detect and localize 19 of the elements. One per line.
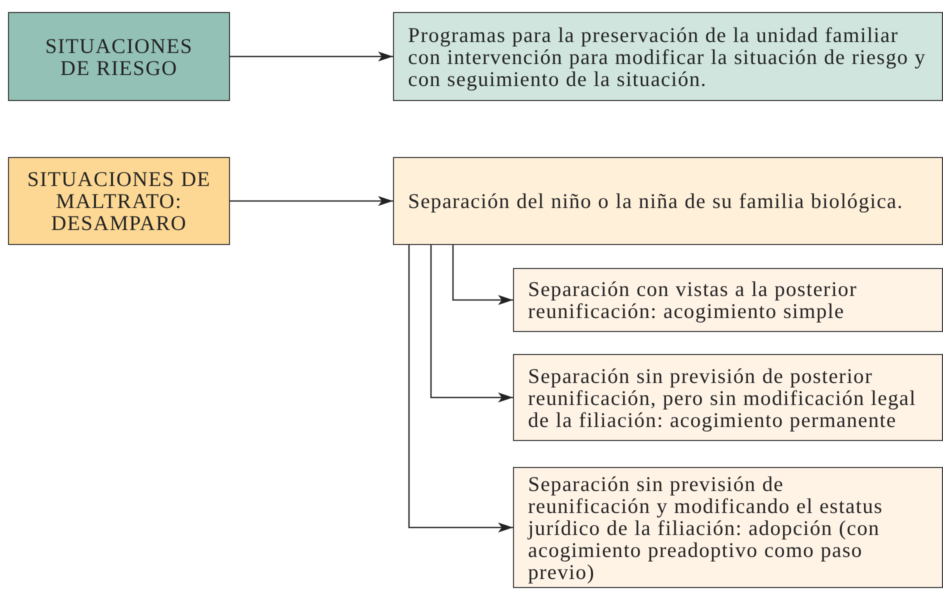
measure-box <box>393 12 943 101</box>
arrow <box>230 196 393 206</box>
box-text: Programas para la preservación de la unidad familiar con intervención para modificar la situación de riesgo y con seguimiento de la situación. <box>408 24 928 90</box>
box-text: Separación del niño o la niña de su familia biológica. <box>408 190 904 212</box>
box-text: SITUACIONES DE MALTRATO: DESAMPARO <box>26 168 212 234</box>
box-text: SITUACIONES DE RIESGO <box>44 34 194 78</box>
measure-box <box>393 157 943 245</box>
box-text: Separación sin previsión de reunificación y modificando el estatus jurídico de la filiación: adopción (con acogimiento preadoptivo como paso previo) <box>528 472 884 582</box>
option-box <box>513 467 943 588</box>
option-box <box>513 354 943 441</box>
arrow <box>430 245 513 402</box>
option-box <box>513 268 943 332</box>
situation-box <box>8 12 230 101</box>
box-text: Separación con vistas a la posterior reunificación: acogimiento simple <box>528 278 858 322</box>
situation-box <box>8 157 230 245</box>
arrow <box>452 245 513 305</box>
arrow <box>408 245 513 532</box>
arrow <box>230 52 393 62</box>
box-text: Separación sin previsión de posterior reunificación, pero sin modificación legal de la filiación: acogimiento permanente <box>528 364 918 430</box>
